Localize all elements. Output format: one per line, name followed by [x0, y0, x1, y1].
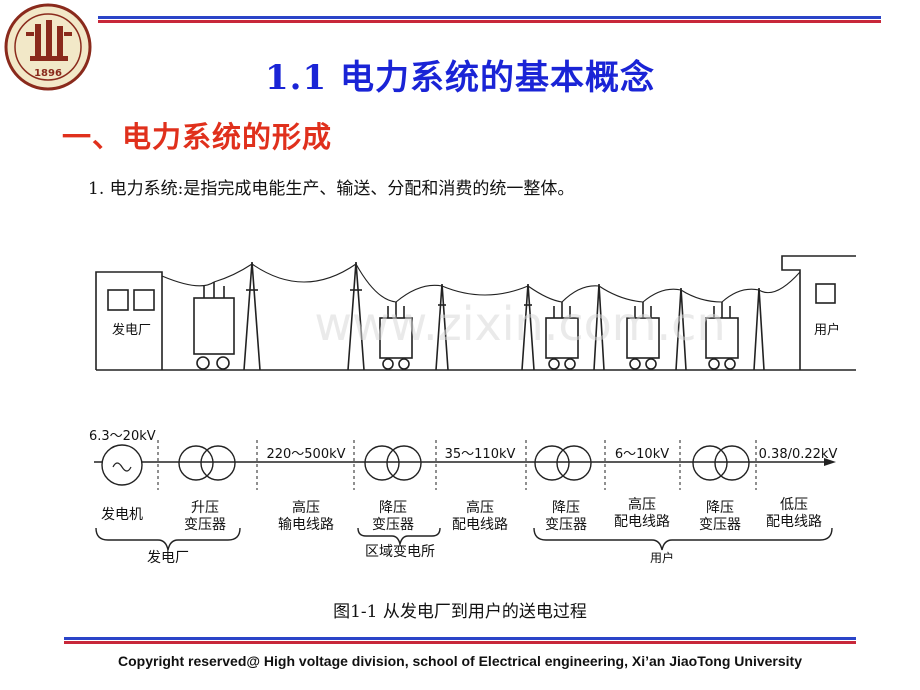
label-hv-line-line2: 输电线路: [278, 517, 334, 533]
group-label-user: 用户: [650, 550, 674, 565]
label-step-down3-line1: 降压: [706, 500, 734, 516]
single-line-schematic: [94, 440, 836, 551]
distribution-pole-icon: [593, 283, 605, 371]
figure-caption: 图1-1 从发电厂到用户的送电过程: [333, 602, 587, 622]
distribution-pole-icon: [675, 287, 687, 371]
transmission-tower-icon: [347, 261, 365, 371]
distribution-pole-icon: [753, 287, 765, 371]
label-lv-dist-line1: 低压: [780, 497, 808, 513]
bottom-divider-bar: [64, 637, 856, 645]
label-step-down1-line1: 降压: [379, 500, 407, 516]
label-step-up-line1: 升压: [191, 500, 219, 516]
label-generator: 发电机: [101, 507, 143, 523]
step-down-transformer-symbol: [692, 445, 750, 481]
label-hv-dist2-line1: 高压: [628, 496, 656, 513]
voltage-distribution-high: 35～110kV: [445, 447, 516, 462]
transmission-illustration: [95, 255, 856, 371]
transmission-tower-icon: [435, 283, 449, 371]
voltage-distribution-low: 0.38/0.22kV: [759, 447, 838, 462]
voltage-distribution-mid: 6～10kV: [615, 447, 669, 462]
distribution-transformer-icon: [545, 302, 579, 370]
consumer-label: 用户: [814, 322, 840, 338]
label-step-up-line2: 变压器: [184, 517, 226, 533]
top-divider-bar: [98, 16, 881, 24]
plant-window: [133, 289, 155, 311]
user-group-brace: [533, 527, 833, 551]
plant-label: 发电厂: [112, 322, 151, 338]
voltage-generator: 6.3～20kV: [89, 429, 156, 444]
distribution-transformer-icon: [705, 302, 739, 370]
svg-text:1896: 1896: [34, 68, 62, 79]
label-hv-dist-line1: 高压: [466, 499, 494, 516]
generator-symbol: [101, 444, 143, 486]
consumer-window: [815, 283, 836, 304]
distribution-transformer-icon: [626, 302, 660, 370]
transmission-tower-icon: [243, 261, 261, 371]
step-down-transformer-symbol: [364, 445, 422, 481]
plant-window: [107, 289, 129, 311]
label-hv-dist-line2: 配电线路: [452, 517, 508, 533]
definition-text: 1. 电力系统:是指完成电能生产、输送、分配和消费的统一整体。: [88, 179, 575, 199]
university-seal-logo: 1896: [4, 3, 92, 91]
substation-transformer-icon: [379, 302, 413, 370]
power-plant-building: [95, 271, 163, 370]
group-label-substation: 区域变电所: [365, 544, 435, 560]
label-hv-dist2-line2: 配电线路: [614, 514, 670, 530]
label-step-down2-line1: 降压: [552, 500, 580, 516]
step-up-transformer-icon: [193, 282, 235, 370]
label-step-down1-line2: 变压器: [372, 517, 414, 533]
section-heading: 一、电力系统的形成: [62, 120, 333, 154]
voltage-transmission: 220～500kV: [266, 447, 345, 462]
step-up-transformer-symbol: [178, 445, 236, 481]
consumer-building: [781, 255, 856, 370]
watermark-text: www.zixin.com.cn: [314, 297, 725, 351]
label-step-down3-line2: 变压器: [699, 517, 741, 533]
step-down-transformer-symbol: [534, 445, 592, 481]
substation-group-brace: [357, 527, 441, 545]
plant-group-brace: [95, 527, 241, 551]
label-hv-line-line1: 高压: [292, 499, 320, 516]
copyright-footer: Copyright reserved@ High voltage divisio…: [118, 653, 802, 669]
label-step-down2-line2: 变压器: [545, 517, 587, 533]
slide-title: 1.1 电力系统的基本概念: [265, 58, 655, 98]
group-label-plant: 发电厂: [147, 550, 189, 566]
label-lv-dist-line2: 配电线路: [766, 514, 822, 530]
transmission-tower-icon: [521, 283, 535, 371]
arrow-head-icon: [824, 458, 836, 466]
